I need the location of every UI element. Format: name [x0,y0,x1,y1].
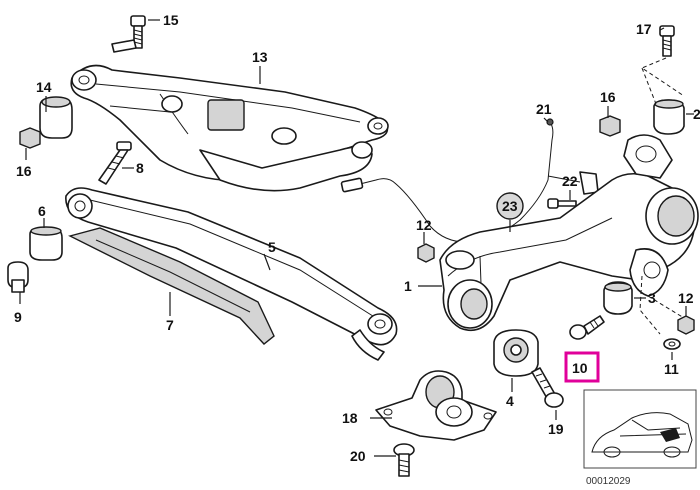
callout-7[interactable]: 7 [166,317,174,333]
bushing-3 [603,281,633,315]
location-marker-icon [660,428,680,442]
bolt-10 [569,315,605,340]
leader-lines [19,19,694,457]
nut-16-right [599,115,621,137]
callout-17[interactable]: 17 [636,21,652,37]
bolt-20 [393,443,415,477]
callout-16-left[interactable]: 16 [16,163,32,179]
callout-23[interactable]: 23 [502,198,518,214]
cover-plate-7 [68,227,275,345]
callout-18[interactable]: 18 [342,410,358,426]
screw-22 [547,198,577,209]
callout-10[interactable]: 10 [572,360,588,376]
callout-12-right[interactable]: 12 [678,290,694,306]
callout-15[interactable]: 15 [163,12,179,28]
callout-5[interactable]: 5 [268,239,276,255]
callout-16-right[interactable]: 16 [600,89,616,105]
nut-12-left [417,243,435,263]
callout-10-highlighted[interactable]: 10 [564,351,600,383]
callout-13[interactable]: 13 [252,49,268,65]
upper-control-arm [70,64,389,192]
bushing-9 [7,261,29,293]
callout-21[interactable]: 21 [536,101,552,117]
bolt-15 [111,15,146,53]
nut-12-right [677,315,695,335]
callout-4[interactable]: 4 [506,393,514,409]
catalog-code: 00012029 [586,476,631,487]
washer-11 [663,338,681,350]
callout-14[interactable]: 14 [36,79,52,95]
bushing-14 [39,96,73,139]
bolt-8 [98,141,132,185]
callout-labels: 15 13 14 16 8 6 9 7 5 12 1 21 22 23 16 1… [14,12,700,464]
callout-9[interactable]: 9 [14,309,22,325]
nut-16-left [19,127,41,149]
marker-23 [496,192,524,220]
vehicle-location-inset [583,389,697,469]
mount-bracket-18 [375,370,497,441]
callout-6[interactable]: 6 [38,203,46,219]
bushing-6 [29,226,63,261]
callout-12-left[interactable]: 12 [416,217,432,233]
wheel-carrier-1 [439,134,699,332]
lower-link-arm [65,187,398,361]
bushing-4 [493,329,539,377]
callout-19[interactable]: 19 [548,421,564,437]
callout-22[interactable]: 22 [562,173,578,189]
callout-1[interactable]: 1 [404,278,412,294]
bolt-17 [659,25,675,57]
highlight-box [564,351,600,383]
bushing-2 [653,99,685,135]
callout-20[interactable]: 20 [350,448,366,464]
callout-2[interactable]: 2 [693,106,700,122]
callout-11[interactable]: 11 [664,361,679,377]
callout-3[interactable]: 3 [648,290,656,306]
callout-8[interactable]: 8 [136,160,144,176]
bolt-19 [531,367,564,408]
